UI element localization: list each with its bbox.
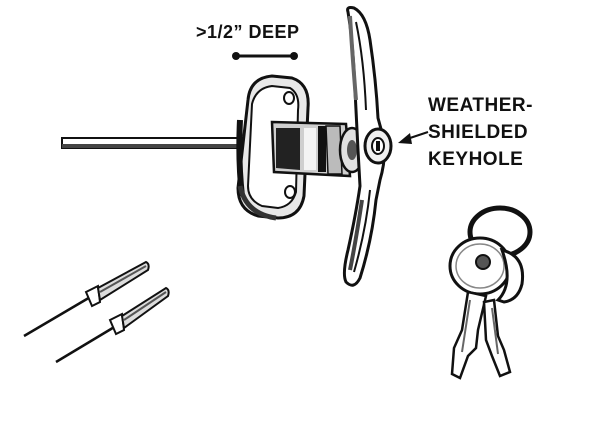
callout-line-1: WEATHER- [428,95,533,116]
rivet-2 [55,286,170,364]
keyhole-callout: WEATHER- SHIELDED KEYHOLE [428,94,533,175]
spindle-rod [61,137,259,149]
depth-label: >1/2” DEEP [196,22,300,42]
keyhole [363,127,393,165]
key-front [448,236,512,380]
depth-dimension-line [232,52,298,60]
callout-line-3: KEYHOLE [428,149,524,170]
key-back [482,247,525,378]
callout-arrow [398,131,429,144]
lock-cylinder [270,120,366,178]
rivet-1 [23,260,150,338]
callout-line-2: SHIELDED [428,122,529,143]
